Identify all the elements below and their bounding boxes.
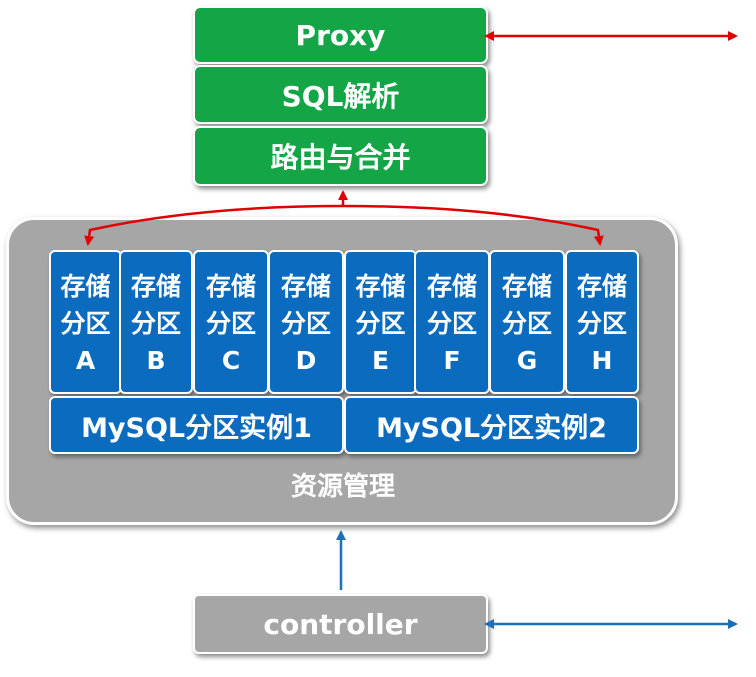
sql-parse-label: SQL解析 — [281, 79, 400, 113]
partition-b: 存储 分区 B — [119, 250, 193, 394]
partition-b-line2: 分区 — [130, 308, 181, 338]
sql-parse-box: SQL解析 — [193, 65, 488, 124]
partition-d-line1: 存储 — [280, 271, 331, 301]
controller-label: controller — [263, 607, 418, 641]
partition-f: 存储 分区 F — [414, 250, 490, 394]
partition-e-line2: 分区 — [355, 308, 406, 338]
mysql-instance-2: MySQL分区实例2 — [344, 396, 639, 454]
mysql-instance-2-label: MySQL分区实例2 — [376, 412, 607, 444]
partition-f-letter: F — [443, 345, 461, 375]
partition-h-letter: H — [591, 345, 613, 375]
partition-d-line2: 分区 — [280, 308, 331, 338]
partition-a: 存储 分区 A — [49, 250, 122, 394]
partition-c: 存储 分区 C — [193, 250, 269, 394]
route-merge-box: 路由与合并 — [193, 126, 488, 186]
partition-g-line2: 分区 — [501, 308, 552, 338]
partition-f-line1: 存储 — [426, 271, 477, 301]
partition-a-letter: A — [75, 345, 96, 375]
partition-a-line1: 存储 — [60, 271, 111, 301]
partition-h-line1: 存储 — [576, 271, 627, 301]
partition-e-line1: 存储 — [355, 271, 406, 301]
route-curve-right — [342, 204, 604, 246]
partition-c-line1: 存储 — [205, 271, 256, 301]
partition-a-line2: 分区 — [60, 308, 111, 338]
partition-e-letter: E — [371, 345, 390, 375]
route-merge-label: 路由与合并 — [270, 141, 411, 174]
partition-g: 存储 分区 G — [489, 250, 565, 394]
partition-b-line1: 存储 — [130, 271, 181, 301]
partition-c-letter: C — [221, 345, 241, 375]
partition-d: 存储 分区 D — [268, 250, 344, 394]
route-curve-left — [84, 204, 344, 246]
partition-b-letter: B — [146, 345, 166, 375]
partition-h-line2: 分区 — [576, 308, 627, 338]
proxy-label: Proxy — [295, 18, 386, 52]
partition-d-letter: D — [295, 345, 317, 375]
partition-g-letter: G — [516, 345, 538, 375]
mysql-instance-1: MySQL分区实例1 — [49, 396, 344, 454]
partition-f-line2: 分区 — [426, 308, 477, 338]
partition-h: 存储 分区 H — [565, 250, 639, 394]
mysql-instance-1-label: MySQL分区实例1 — [81, 412, 312, 444]
resource-management-label: 资源管理 — [290, 472, 395, 502]
partition-c-line2: 分区 — [205, 308, 256, 338]
partition-g-line1: 存储 — [501, 271, 552, 301]
proxy-box: Proxy — [193, 6, 488, 64]
